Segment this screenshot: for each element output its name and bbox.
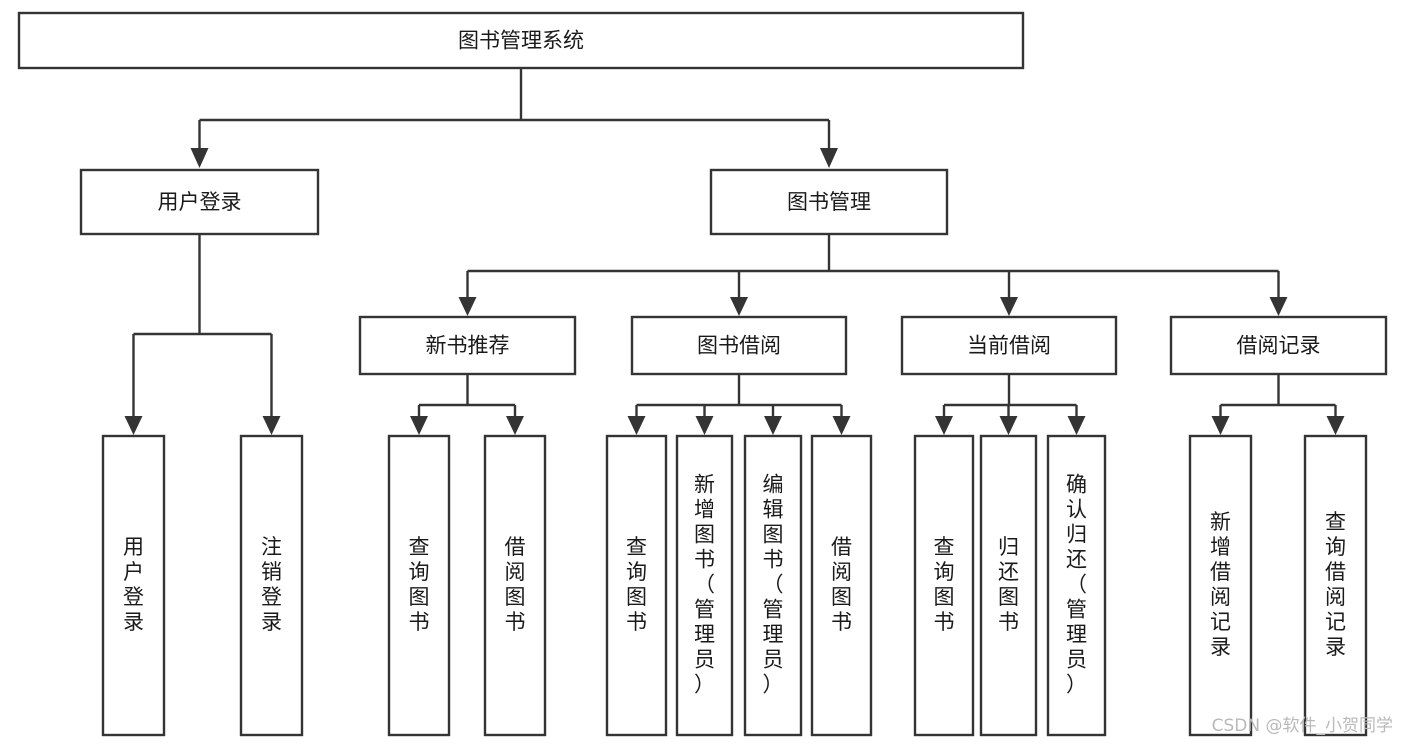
- node-leaf-query-book-recommend[interactable]: 查询图书: [387, 434, 451, 737]
- csdn-watermark: CSDN @软件_小贺同学: [1212, 716, 1393, 736]
- node-box-current-borrow[interactable]: [900, 315, 1118, 376]
- node-label-leaf-user-logout: 注销登录: [261, 535, 282, 634]
- node-box-book-management[interactable]: [709, 168, 949, 236]
- node-leaf-query-book-borrow[interactable]: 查询图书: [605, 434, 668, 737]
- node-box-leaf-edit-book[interactable]: [743, 434, 803, 737]
- node-label-leaf-query-book-current: 查询图书: [934, 535, 955, 634]
- edge-drop-leaf-query-book-borrow-arrowhead: [627, 416, 646, 435]
- node-box-new-book-recommend[interactable]: [358, 315, 577, 376]
- node-label-leaf-query-book-borrow: 查询图书: [626, 535, 647, 634]
- edge-drop-current-borrow-arrowhead: [1000, 297, 1018, 316]
- node-box-leaf-confirm-return[interactable]: [1046, 434, 1107, 737]
- node-leaf-confirm-return[interactable]: 确认归还（管理员）: [1046, 434, 1107, 737]
- node-label-book-management: 图书管理: [787, 190, 871, 214]
- nodes-layer: 图书管理系统用户登录图书管理新书推荐图书借阅当前借阅借阅记录用户登录注销登录查询…: [17, 11, 1388, 737]
- node-box-leaf-query-borrow-record[interactable]: [1303, 434, 1368, 737]
- edge-drop-leaf-query-book-current-arrowhead: [935, 416, 953, 435]
- edge-drop-leaf-borrow-book-arrowhead: [832, 416, 851, 435]
- edge-drop-leaf-query-borrow-record-arrowhead: [1326, 416, 1345, 435]
- node-box-leaf-query-book-recommend[interactable]: [387, 434, 451, 737]
- node-book-borrow[interactable]: 图书借阅: [630, 315, 848, 376]
- node-new-book-recommend[interactable]: 新书推荐: [358, 315, 577, 376]
- node-box-leaf-query-book-borrow[interactable]: [605, 434, 668, 737]
- edges-layer: [124, 68, 1345, 435]
- edge-to-book-management-arrowhead: [820, 148, 838, 168]
- node-label-user-login: 用户登录: [158, 190, 242, 214]
- node-box-borrow-record[interactable]: [1169, 315, 1388, 376]
- node-label-new-book-recommend: 新书推荐: [426, 334, 510, 358]
- node-book-management[interactable]: 图书管理: [709, 168, 949, 236]
- edge-drop-borrow-record-arrowhead: [1269, 297, 1288, 316]
- node-leaf-borrow-book-recommend[interactable]: 借阅图书: [483, 434, 547, 737]
- node-leaf-user-login[interactable]: 用户登录: [101, 434, 166, 737]
- node-label-leaf-add-book: 新增图书（管理员）: [694, 473, 715, 697]
- node-label-leaf-user-login: 用户登录: [123, 535, 144, 634]
- edge-drop-leaf-add-book-arrowhead: [695, 416, 714, 435]
- node-box-book-borrow[interactable]: [630, 315, 848, 376]
- node-label-leaf-return-book: 归还图书: [998, 535, 1019, 634]
- edge-drop-book-borrow-arrowhead: [730, 297, 748, 316]
- edge-drop-leaf-user-logout-arrowhead: [262, 416, 281, 435]
- node-label-leaf-query-book-recommend: 查询图书: [409, 535, 430, 634]
- edge-drop-leaf-query-book-recommend-arrowhead: [410, 416, 428, 435]
- node-leaf-add-borrow-record[interactable]: 新增借阅记录: [1188, 434, 1253, 737]
- node-user-login[interactable]: 用户登录: [79, 168, 320, 236]
- node-current-borrow[interactable]: 当前借阅: [900, 315, 1118, 376]
- edge-drop-leaf-user-login-arrowhead: [124, 416, 143, 435]
- node-label-leaf-borrow-book-recommend: 借阅图书: [505, 535, 526, 634]
- node-label-leaf-borrow-book: 借阅图书: [831, 535, 852, 634]
- node-label-leaf-edit-book: 编辑图书（管理员）: [763, 473, 784, 697]
- node-box-leaf-user-logout[interactable]: [239, 434, 304, 737]
- edge-drop-leaf-confirm-return-arrowhead: [1067, 416, 1086, 435]
- node-leaf-query-book-current[interactable]: 查询图书: [913, 434, 975, 737]
- edge-to-user-login-arrowhead: [190, 148, 209, 168]
- edge-drop-leaf-edit-book-arrowhead: [764, 416, 782, 435]
- node-leaf-add-book[interactable]: 新增图书（管理员）: [675, 434, 734, 737]
- node-box-leaf-user-login[interactable]: [101, 434, 166, 737]
- node-label-root: 图书管理系统: [458, 29, 584, 53]
- node-leaf-user-logout[interactable]: 注销登录: [239, 434, 304, 737]
- node-box-leaf-query-book-current[interactable]: [913, 434, 975, 737]
- node-box-leaf-borrow-book-recommend[interactable]: [483, 434, 547, 737]
- node-label-leaf-add-borrow-record: 新增借阅记录: [1210, 510, 1231, 659]
- node-box-user-login[interactable]: [79, 168, 320, 236]
- node-root[interactable]: 图书管理系统: [17, 11, 1025, 70]
- edge-drop-leaf-add-borrow-record-arrowhead: [1211, 416, 1230, 435]
- node-box-leaf-return-book[interactable]: [979, 434, 1038, 737]
- node-label-current-borrow: 当前借阅: [967, 334, 1051, 358]
- node-label-leaf-query-borrow-record: 查询借阅记录: [1325, 510, 1346, 659]
- node-box-leaf-add-borrow-record[interactable]: [1188, 434, 1253, 737]
- node-borrow-record[interactable]: 借阅记录: [1169, 315, 1388, 376]
- edge-drop-leaf-borrow-book-recommend-arrowhead: [506, 416, 524, 435]
- node-leaf-return-book[interactable]: 归还图书: [979, 434, 1038, 737]
- node-label-book-borrow: 图书借阅: [697, 334, 781, 358]
- node-box-leaf-add-book[interactable]: [675, 434, 734, 737]
- node-box-root[interactable]: [17, 11, 1025, 70]
- node-label-leaf-confirm-return: 确认归还（管理员）: [1066, 473, 1087, 697]
- node-label-borrow-record: 借阅记录: [1237, 334, 1321, 358]
- edge-drop-leaf-return-book-arrowhead: [999, 416, 1018, 435]
- node-leaf-edit-book[interactable]: 编辑图书（管理员）: [743, 434, 803, 737]
- node-box-leaf-borrow-book[interactable]: [810, 434, 873, 737]
- node-leaf-query-borrow-record[interactable]: 查询借阅记录: [1303, 434, 1368, 737]
- edge-drop-new-book-recommend-arrowhead: [458, 297, 477, 316]
- node-leaf-borrow-book[interactable]: 借阅图书: [810, 434, 873, 737]
